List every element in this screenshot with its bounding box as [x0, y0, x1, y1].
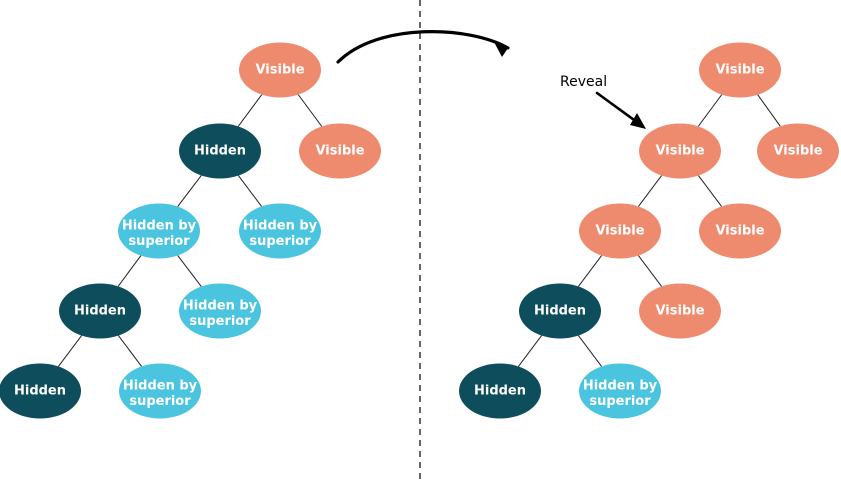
tree-node-visible[interactable]: Visible: [639, 283, 721, 339]
node-label: Hidden: [74, 304, 126, 319]
tree-edge: [177, 175, 202, 207]
node-label: Visible: [715, 224, 764, 239]
node-label: Visible: [595, 224, 644, 239]
tree-edge: [757, 94, 781, 127]
node-label: Visible: [715, 63, 764, 78]
tree-edge: [518, 335, 542, 367]
node-label: Hidden: [194, 144, 246, 159]
node-ellipse: [639, 283, 721, 339]
tree-node-hidden[interactable]: Hidden: [0, 363, 81, 419]
node-ellipse: [239, 42, 321, 98]
reveal-arrow-head-icon: [630, 113, 646, 129]
node-ellipse: [699, 203, 781, 259]
node-ellipse: [299, 123, 381, 179]
transform-arrow-head-icon: [494, 42, 508, 57]
node-label: Hidden: [14, 384, 66, 399]
tree-edge: [697, 94, 723, 127]
tree-edge: [117, 255, 142, 287]
tree-node-hidden[interactable]: Hidden: [179, 123, 261, 179]
node-ellipse: [59, 283, 141, 339]
node-ellipse: [757, 123, 839, 179]
transform-arrow-curve: [336, 30, 510, 64]
edges-layer: [58, 94, 781, 367]
tree-edge: [237, 94, 263, 127]
tree-node-visible[interactable]: Visible: [757, 123, 839, 179]
tree-node-visible[interactable]: Visible: [299, 123, 381, 179]
tree-node-visible[interactable]: Visible: [639, 123, 721, 179]
node-label: Visible: [773, 144, 822, 159]
node-ellipse: [699, 42, 781, 98]
tree-node-hidden[interactable]: Hidden: [519, 283, 601, 339]
tree-edge: [698, 175, 722, 207]
node-ellipse: [579, 203, 661, 259]
node-label: Hidden: [474, 384, 526, 399]
tree-edge: [638, 255, 662, 287]
tree-edge: [578, 255, 602, 287]
node-label: Visible: [655, 304, 704, 319]
node-ellipse: [179, 283, 261, 339]
node-ellipse: [0, 363, 81, 419]
tree-edge: [297, 94, 323, 127]
node-label: Visible: [315, 144, 364, 159]
node-ellipse: [118, 203, 200, 259]
tree-node-visible[interactable]: Visible: [699, 203, 781, 259]
node-ellipse: [519, 283, 601, 339]
node-label: Visible: [655, 144, 704, 159]
tree-node-visible[interactable]: Visible: [239, 42, 321, 98]
tree-node-visible[interactable]: Visible: [699, 42, 781, 98]
node-ellipse: [119, 363, 201, 419]
node-ellipse: [179, 123, 261, 179]
tree-edge: [638, 175, 662, 207]
tree-node-visible[interactable]: Visible: [579, 203, 661, 259]
reveal-annotation: Reveal: [560, 74, 646, 129]
reveal-label: Reveal: [560, 74, 607, 90]
node-ellipse: [579, 363, 661, 419]
tree-edge: [118, 335, 142, 367]
tree-node-hidden[interactable]: Hidden: [59, 283, 141, 339]
node-ellipse: [459, 363, 541, 419]
tree-edge: [578, 335, 602, 367]
node-ellipse: [239, 203, 321, 259]
tree-node-hidden[interactable]: Hidden: [459, 363, 541, 419]
tree-edge: [177, 255, 202, 287]
tree-edge: [238, 175, 262, 207]
node-label: Visible: [255, 63, 304, 78]
transform-arrow: [336, 30, 510, 64]
node-label: Hidden: [534, 304, 586, 319]
node-ellipse: [639, 123, 721, 179]
tree-edge: [58, 335, 82, 367]
